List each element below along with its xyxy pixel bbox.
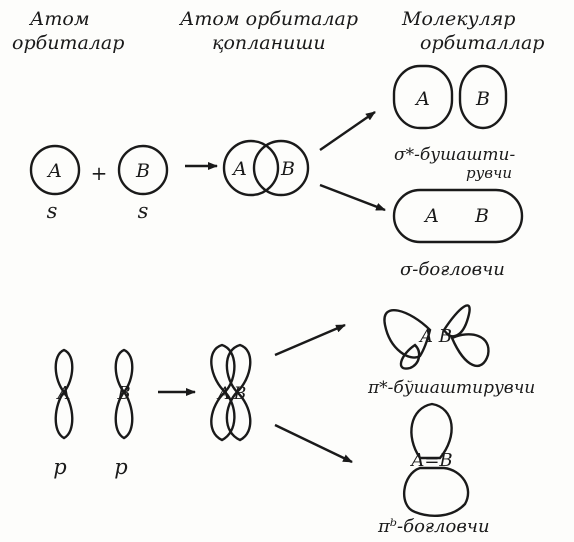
p-orbital-label-a: p	[53, 455, 66, 479]
header-molecular-orbitals-line2: орбиталлар	[420, 32, 545, 54]
pi-antibonding-label: π*-бўшаштирувчи	[367, 378, 535, 398]
s-arrow-to-antibonding	[319, 111, 376, 151]
s-atom-b-label: B	[135, 160, 150, 182]
plus-sign: +	[91, 161, 108, 185]
header-overlap-line1: Атом орбиталар	[180, 8, 359, 30]
p-orbital-label-b: p	[114, 455, 127, 479]
p-overlap-lobe-b	[225, 343, 252, 442]
pi-bonding-lower-lobe	[402, 466, 470, 517]
pi-antibonding-lower-left-lobe	[399, 343, 421, 370]
header-atomic-orbitals-line1: Атом	[30, 8, 90, 30]
p-overlap-a-label: A	[216, 384, 230, 404]
p-atom-a-label: A	[56, 383, 71, 404]
s-overlap-circle-a	[222, 139, 280, 197]
s-orbital-a	[29, 144, 81, 196]
pi-antibonding-ab-label: A B	[418, 326, 452, 347]
s-overlap-a-label: A	[231, 158, 247, 180]
sigma-antibonding-a-label: A	[414, 88, 430, 110]
s-orbital-label-b: s	[138, 199, 149, 223]
p-orbital-b	[114, 348, 134, 440]
p-overlap-b-label: B	[233, 384, 247, 404]
pi-bonding-ab-label: A=B	[409, 450, 452, 471]
header-overlap-line2: қопланиши	[212, 32, 326, 54]
sigma-antibonding-label-line1: σ*-бушашти-	[394, 145, 515, 165]
p-atom-b-label: B	[116, 383, 130, 404]
pi-bonding-label: πᵇ-боғловчи	[377, 516, 490, 537]
s-overlap-b-label: B	[280, 158, 295, 180]
pi-antibonding-lower-right-lobe	[450, 333, 490, 367]
sigma-antibonding-b-label: B	[475, 88, 490, 110]
s-overlap-circle-b	[252, 139, 310, 197]
s-atom-a-label: A	[46, 160, 62, 182]
pi-antibonding-upper-right-lobe	[442, 304, 471, 338]
sigma-antibonding-label-line2: рувчи	[466, 164, 512, 182]
s-orbital-label-a: s	[47, 199, 58, 223]
header-atomic-orbitals-line2: орбиталар	[12, 32, 125, 54]
s-arrow-to-bonding	[319, 183, 386, 212]
p-arrow-to-bonding	[274, 423, 353, 464]
pi-bonding-upper-lobe	[410, 402, 453, 460]
header-molecular-orbitals-line1: Молекуляр	[402, 8, 516, 30]
sigma-bonding-orbital	[392, 188, 524, 244]
sigma-antibonding-lobe-a	[392, 64, 454, 130]
s-orbital-b	[117, 144, 169, 196]
sigma-antibonding-lobe-b	[458, 64, 508, 130]
pi-antibonding-upper-left-lobe	[383, 309, 432, 359]
p-arrow-to-antibonding	[274, 323, 346, 357]
sigma-bonding-label: σ-боғловчи	[400, 259, 505, 280]
sigma-bonding-a-label: A	[423, 205, 439, 227]
sigma-bonding-b-label: B	[474, 205, 489, 227]
p-orbital-a	[54, 348, 74, 440]
